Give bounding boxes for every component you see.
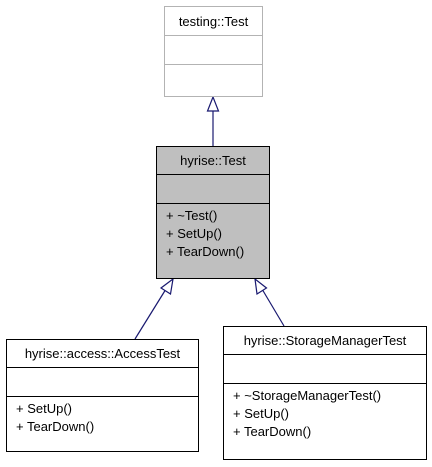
method-teardown: + TearDown() xyxy=(233,424,312,439)
attributes-compartment xyxy=(157,175,269,204)
class-name: hyrise::access::AccessTest xyxy=(7,340,198,368)
method-teardown: + TearDown() xyxy=(166,244,245,259)
method-teardown: + TearDown() xyxy=(16,419,95,434)
class-name: hyrise::Test xyxy=(157,147,269,175)
method-setup: + SetUp() xyxy=(233,406,289,421)
inheritance-arrowhead-icon xyxy=(206,95,220,112)
class-storage-manager-test[interactable]: hyrise::StorageManagerTest + ~StorageMan… xyxy=(223,326,427,460)
class-name: testing::Test xyxy=(165,7,262,36)
method-setup: + SetUp() xyxy=(16,401,72,416)
method-destructor: + ~StorageManagerTest() xyxy=(233,388,382,403)
edge-storage-manager-test-to-hyrise-test xyxy=(254,277,285,327)
attributes-compartment xyxy=(224,355,426,384)
attributes-compartment xyxy=(7,368,198,397)
edge-hyrise-test-to-testing-test xyxy=(206,95,220,146)
methods-compartment: + ~Test() + SetUp() + TearDown() xyxy=(157,204,269,261)
class-name: hyrise::StorageManagerTest xyxy=(224,327,426,355)
inheritance-arrowhead-icon xyxy=(254,277,268,296)
methods-compartment xyxy=(165,65,262,94)
methods-compartment: + ~StorageManagerTest() + SetUp() + Tear… xyxy=(224,384,426,441)
class-testing-test[interactable]: testing::Test xyxy=(164,6,263,97)
class-access-test[interactable]: hyrise::access::AccessTest + SetUp() + T… xyxy=(6,339,199,452)
edge-access-test-to-hyrise-test xyxy=(134,277,174,340)
class-hyrise-test[interactable]: hyrise::Test + ~Test() + SetUp() + TearD… xyxy=(156,146,270,279)
method-destructor: + ~Test() xyxy=(166,208,218,223)
methods-compartment: + SetUp() + TearDown() xyxy=(7,397,198,436)
method-setup: + SetUp() xyxy=(166,226,222,241)
attributes-compartment xyxy=(165,36,262,65)
inheritance-arrowhead-icon xyxy=(159,277,174,295)
